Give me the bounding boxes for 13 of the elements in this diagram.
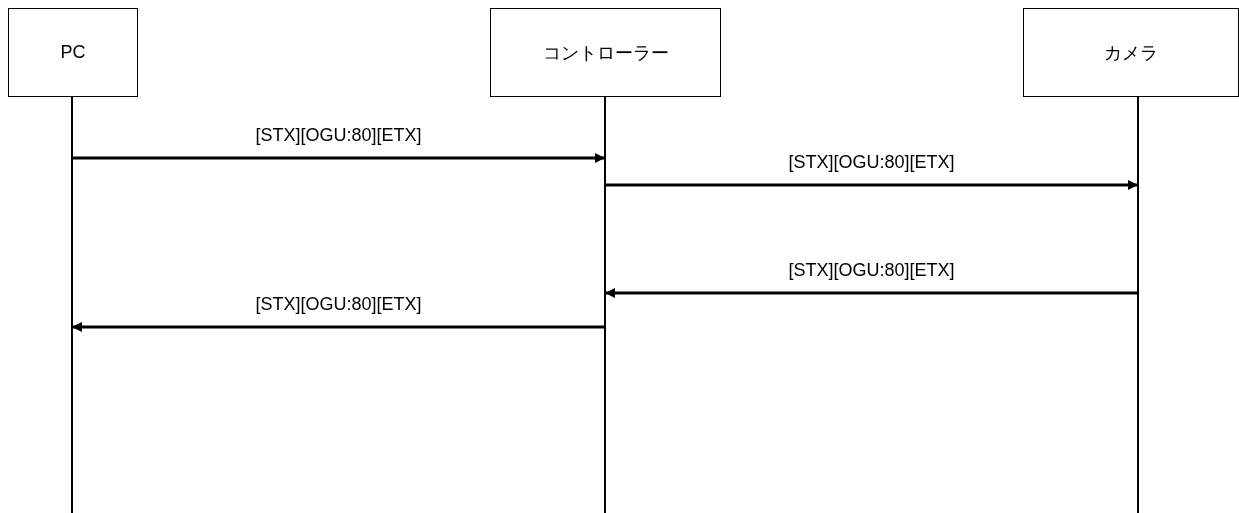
- message-arrow: [605, 288, 1137, 298]
- participant-box: [490, 8, 721, 97]
- participant-name: カメラ: [1104, 41, 1158, 65]
- participant-box: [8, 8, 138, 97]
- lifeline: [1137, 97, 1139, 513]
- message-arrow: [606, 180, 1138, 190]
- lifeline: [71, 97, 73, 513]
- participant-name: コントローラー: [542, 41, 669, 65]
- message-arrow: [73, 153, 605, 163]
- participant-box: [1023, 8, 1239, 97]
- lifeline: [604, 97, 606, 513]
- message-arrow: [72, 322, 604, 332]
- participant-name: PC: [60, 42, 86, 63]
